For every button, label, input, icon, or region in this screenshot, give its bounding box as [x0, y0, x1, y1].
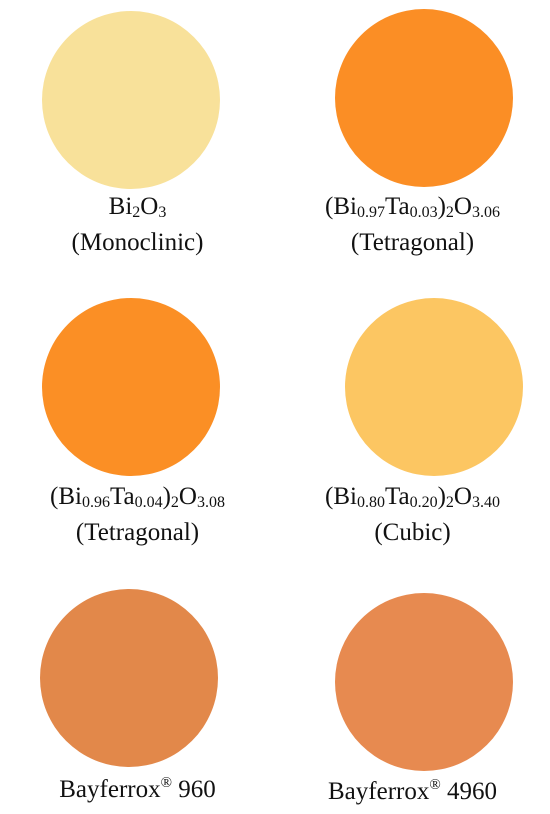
- crystal-phase: (Tetragonal): [75, 519, 200, 546]
- sample-cell: Bi2O3 (Monoclinic): [0, 0, 275, 270]
- color-swatch: [42, 11, 220, 189]
- sample-formula: (Bi0.96Ta0.04)2O3.08: [50, 483, 225, 511]
- sample-cell: (Bi0.97Ta0.03)2O3.06 (Tetragonal): [275, 0, 550, 270]
- crystal-phase: (Tetragonal): [350, 229, 475, 256]
- color-swatch: [40, 589, 218, 767]
- color-swatch: [335, 9, 513, 187]
- sample-cell: Bayferrox® 4960: [275, 578, 550, 814]
- color-swatch: [42, 298, 220, 476]
- sample-formula: Bayferrox® 4960: [328, 777, 497, 806]
- sample-cell: (Bi0.80Ta0.20)2O3.40 (Cubic): [275, 290, 550, 560]
- sample-cell: Bayferrox® 960: [0, 578, 275, 814]
- sample-formula: (Bi0.97Ta0.03)2O3.06: [325, 193, 500, 221]
- color-swatch: [345, 298, 523, 476]
- color-swatch: [335, 593, 513, 771]
- sample-formula: Bayferrox® 960: [59, 775, 216, 804]
- crystal-phase: (Cubic): [374, 519, 451, 546]
- sample-cell: (Bi0.96Ta0.04)2O3.08 (Tetragonal): [0, 290, 275, 560]
- sample-formula: (Bi0.80Ta0.20)2O3.40: [325, 483, 500, 511]
- sample-formula: Bi2O3: [108, 193, 167, 221]
- crystal-phase: (Monoclinic): [71, 229, 204, 256]
